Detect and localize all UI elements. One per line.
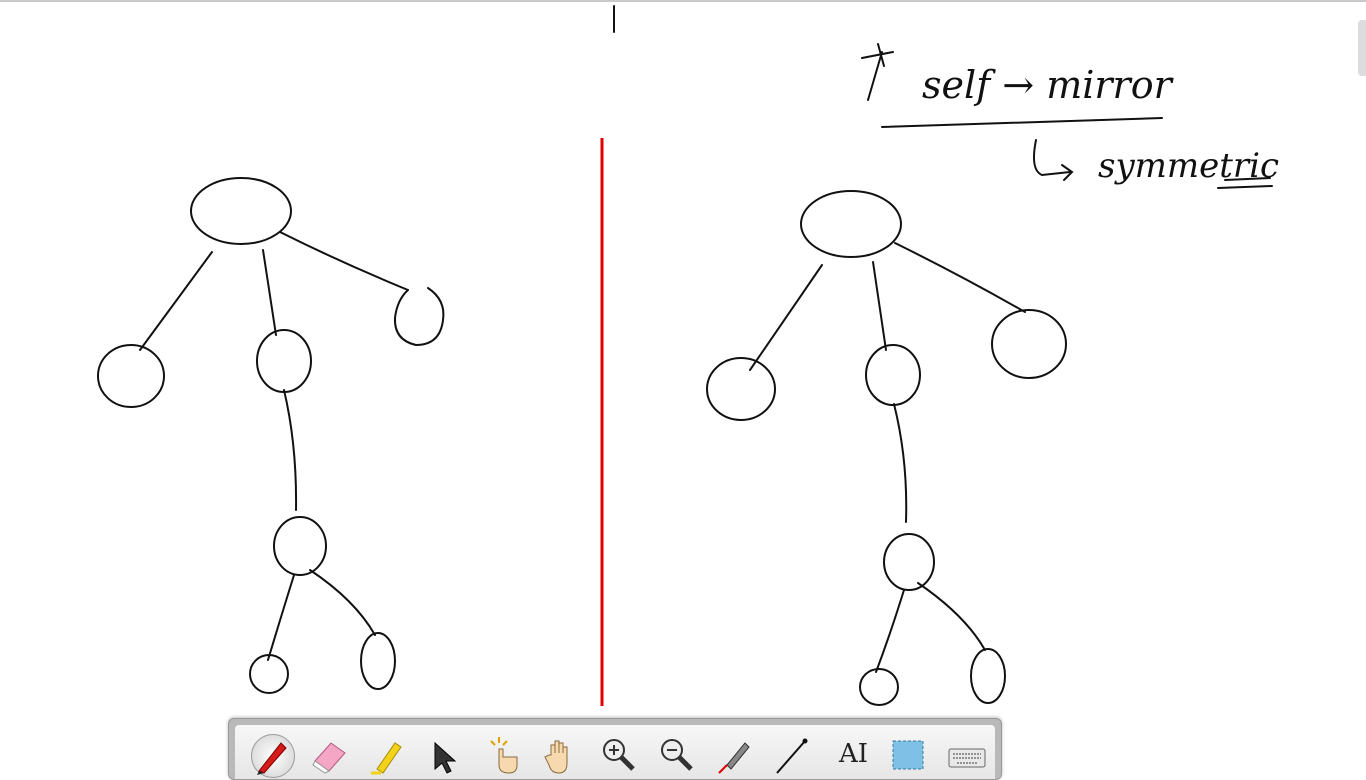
right-node-b [865, 344, 921, 406]
right-node-c [991, 309, 1067, 379]
right-root-node [800, 190, 902, 258]
left-root-node [190, 177, 292, 245]
left-node-d [273, 516, 327, 576]
eraser-tool-button[interactable] [299, 725, 357, 775]
arrow-mark [1033, 139, 1074, 181]
keyboard-icon [948, 748, 986, 768]
symmetric-underline [1217, 177, 1273, 189]
note-self-mirror: self → mirror [922, 63, 1175, 107]
line-tool-button[interactable] [763, 725, 821, 775]
heading-underline [881, 117, 1163, 128]
pointer-arrow-icon [434, 741, 457, 774]
zoom-in-tool-button[interactable] [589, 725, 647, 775]
right-tree-drawing [706, 190, 1067, 706]
left-node-b [256, 329, 312, 393]
click-select-tool-button[interactable] [473, 725, 531, 775]
hand-pan-icon [544, 740, 568, 774]
screen-capture-icon [892, 740, 924, 770]
pan-tool-button[interactable] [531, 725, 589, 775]
left-node-f [360, 632, 396, 690]
left-node-c [393, 287, 445, 347]
select-tool-button[interactable] [415, 725, 473, 775]
text-tool-button[interactable]: AI [821, 725, 879, 775]
right-node-a [706, 357, 776, 421]
keyboard-tool-button[interactable] [937, 725, 995, 775]
star-mark [861, 43, 894, 101]
screen-capture-tool-button[interactable] [879, 725, 937, 775]
window-top-border [0, 0, 1366, 2]
highlighter-tool-button[interactable] [357, 725, 415, 775]
zoom-out-icon [661, 739, 693, 771]
zoom-in-icon [603, 739, 635, 771]
right-node-d [883, 533, 935, 591]
line-tool-icon [776, 738, 808, 774]
side-panel-handle[interactable] [1358, 20, 1366, 76]
pen-icon [257, 742, 287, 775]
left-node-a [97, 344, 165, 408]
left-tree-drawing [97, 177, 445, 694]
note-symmetric: symmetric [1098, 146, 1279, 186]
right-node-f [970, 648, 1006, 704]
highlighter-icon [371, 742, 402, 775]
bottom-toolbar: AI [228, 718, 1002, 780]
laser-pointer-icon [718, 742, 750, 774]
zoom-out-tool-button[interactable] [647, 725, 705, 775]
pen-tool-button[interactable] [241, 725, 299, 778]
hand-click-icon [490, 737, 518, 774]
text-tool-icon: AI [839, 739, 869, 769]
laser-pointer-tool-button[interactable] [705, 725, 763, 775]
left-node-e [249, 654, 289, 694]
right-node-e [859, 668, 899, 706]
eraser-icon [312, 742, 346, 774]
